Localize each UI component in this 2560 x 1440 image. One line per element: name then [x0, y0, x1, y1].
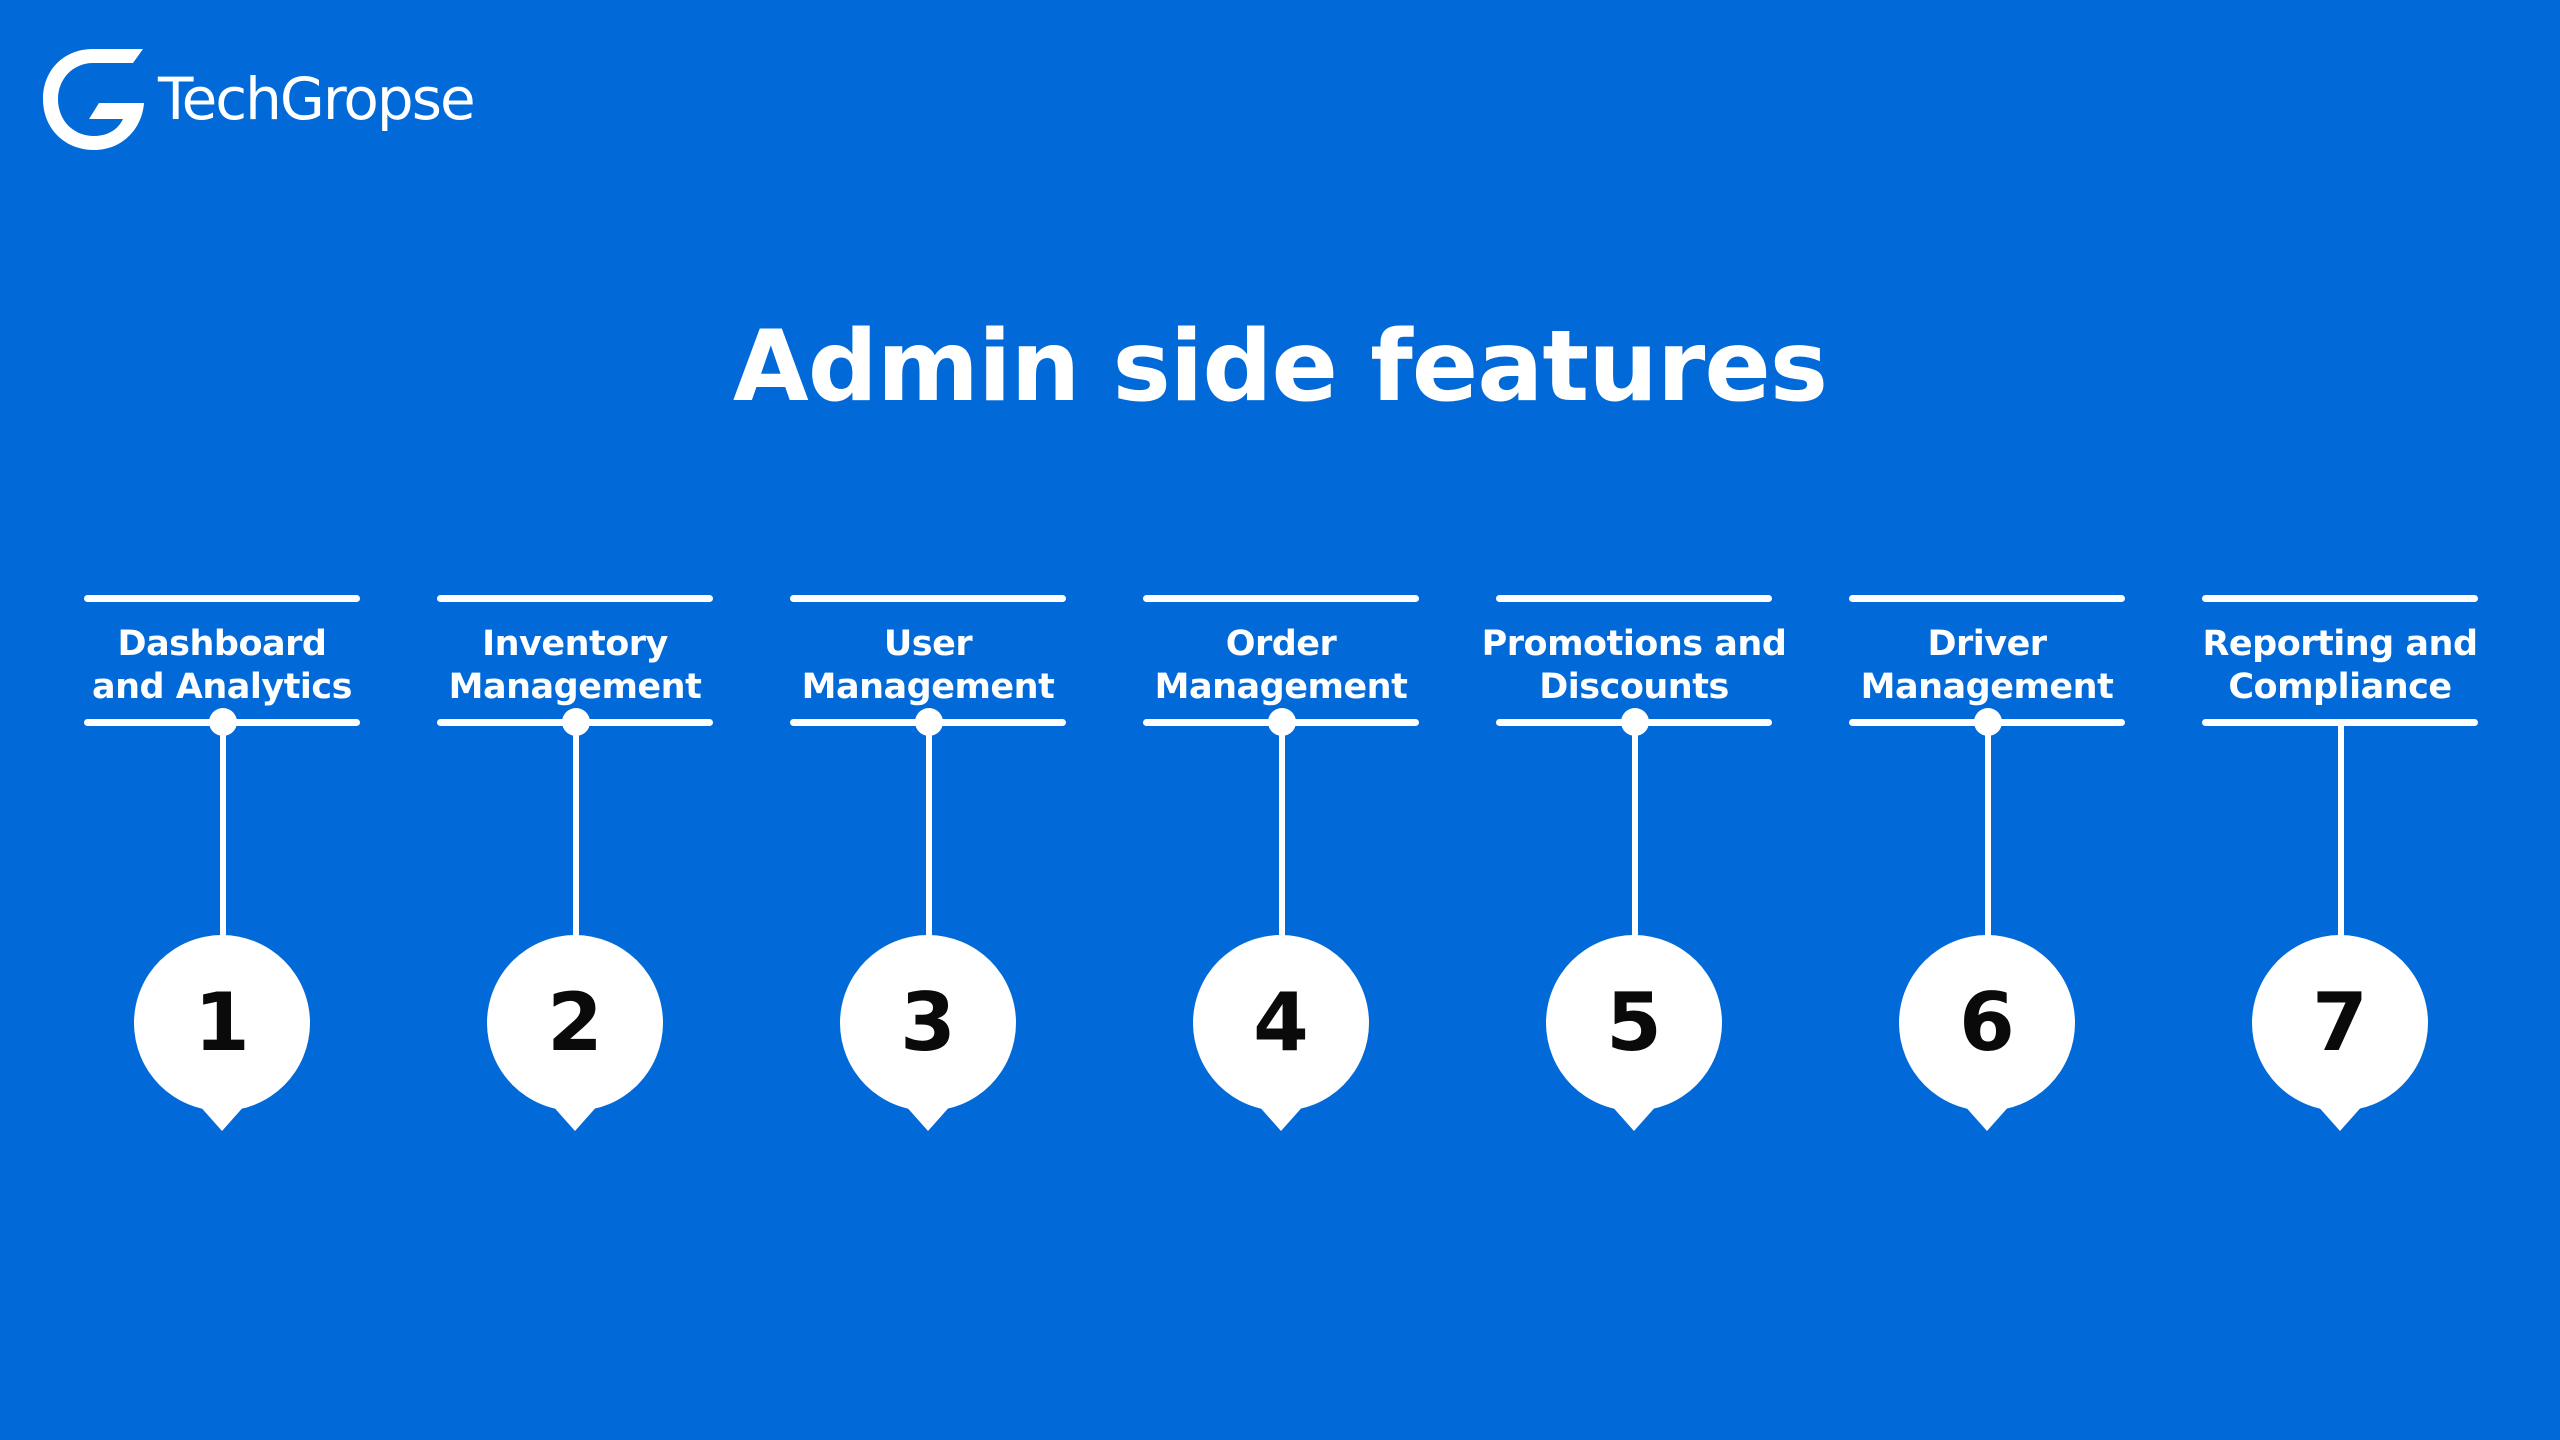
connector-line [1632, 723, 1638, 958]
map-pin-icon [134, 935, 310, 1135]
feature-label-line2: Management [801, 667, 1055, 707]
feature-top-bar [1849, 595, 2125, 602]
connector-line [573, 723, 579, 958]
feature-item-order-management: Order Management 4 [1143, 595, 1419, 1145]
feature-label-line1: Driver [1927, 624, 2047, 664]
feature-label-line2: Compliance [2228, 667, 2452, 707]
feature-label: Order Management [1103, 623, 1459, 709]
feature-label-line2: Discounts [1539, 667, 1729, 707]
feature-label: Inventory Management [397, 623, 753, 709]
feature-top-bar [84, 595, 360, 602]
connector-dot [209, 708, 237, 736]
feature-label-line1: User [883, 624, 973, 664]
feature-number: 6 [1959, 976, 2015, 1069]
connector-dot [1974, 708, 2002, 736]
feature-number: 1 [194, 976, 250, 1069]
feature-item-dashboard-analytics: Dashboard and Analytics 1 [84, 595, 360, 1145]
feature-label-line2: Management [1860, 667, 2114, 707]
feature-label-line1: Order [1225, 624, 1337, 664]
feature-top-bar [1143, 595, 1419, 602]
feature-top-bar [1496, 595, 1772, 602]
feature-number: 2 [547, 976, 603, 1069]
feature-item-user-management: User Management 3 [790, 595, 1066, 1145]
feature-label-line2: and Analytics [91, 667, 353, 707]
connector-dot [1268, 708, 1296, 736]
feature-number: 4 [1253, 976, 1309, 1069]
feature-label-line1: Promotions and [1481, 624, 1787, 664]
feature-item-driver-management: Driver Management 6 [1849, 595, 2125, 1145]
map-pin-icon [487, 935, 663, 1135]
feature-item-inventory-management: Inventory Management 2 [437, 595, 713, 1145]
connector-line [926, 723, 932, 958]
connector-dot [562, 708, 590, 736]
feature-label-line1: Reporting and [2202, 624, 2478, 664]
feature-label: Promotions and Discounts [1456, 623, 1812, 709]
feature-label-line1: Inventory [482, 624, 668, 664]
feature-label: Driver Management [1809, 623, 2165, 709]
feature-number: 7 [2312, 976, 2368, 1069]
techgropse-g-logo-icon [43, 48, 144, 150]
connector-dot [1621, 708, 1649, 736]
feature-item-promotions-discounts: Promotions and Discounts 5 [1482, 595, 1787, 1145]
feature-label: Dashboard and Analytics [44, 623, 400, 709]
map-pin-icon [1899, 935, 2075, 1135]
connector-line [220, 723, 226, 958]
feature-number: 5 [1606, 976, 1662, 1069]
connector-line [1985, 723, 1991, 958]
map-pin-icon [2252, 935, 2428, 1135]
feature-item-reporting-compliance: Reporting and Compliance 7 [2202, 595, 2478, 1145]
connector-line [1279, 723, 1285, 958]
map-pin-icon [840, 935, 1016, 1135]
map-pin-icon [1193, 935, 1369, 1135]
connector-dot [915, 708, 943, 736]
feature-label-line2: Management [1154, 667, 1408, 707]
feature-bottom-bar [2202, 719, 2478, 726]
feature-label-line2: Management [448, 667, 702, 707]
connector-line [2338, 723, 2344, 958]
page-title: Admin side features [732, 310, 1828, 424]
brand-logo: TechGropse [37, 42, 476, 156]
feature-label-line1: Dashboard [117, 624, 327, 664]
feature-label: Reporting and Compliance [2162, 623, 2518, 709]
brand-name: TechGropse [158, 65, 476, 133]
feature-top-bar [790, 595, 1066, 602]
feature-top-bar [437, 595, 713, 602]
map-pin-icon [1546, 935, 1722, 1135]
feature-top-bar [2202, 595, 2478, 602]
feature-label: User Management [750, 623, 1106, 709]
feature-number: 3 [900, 976, 956, 1069]
